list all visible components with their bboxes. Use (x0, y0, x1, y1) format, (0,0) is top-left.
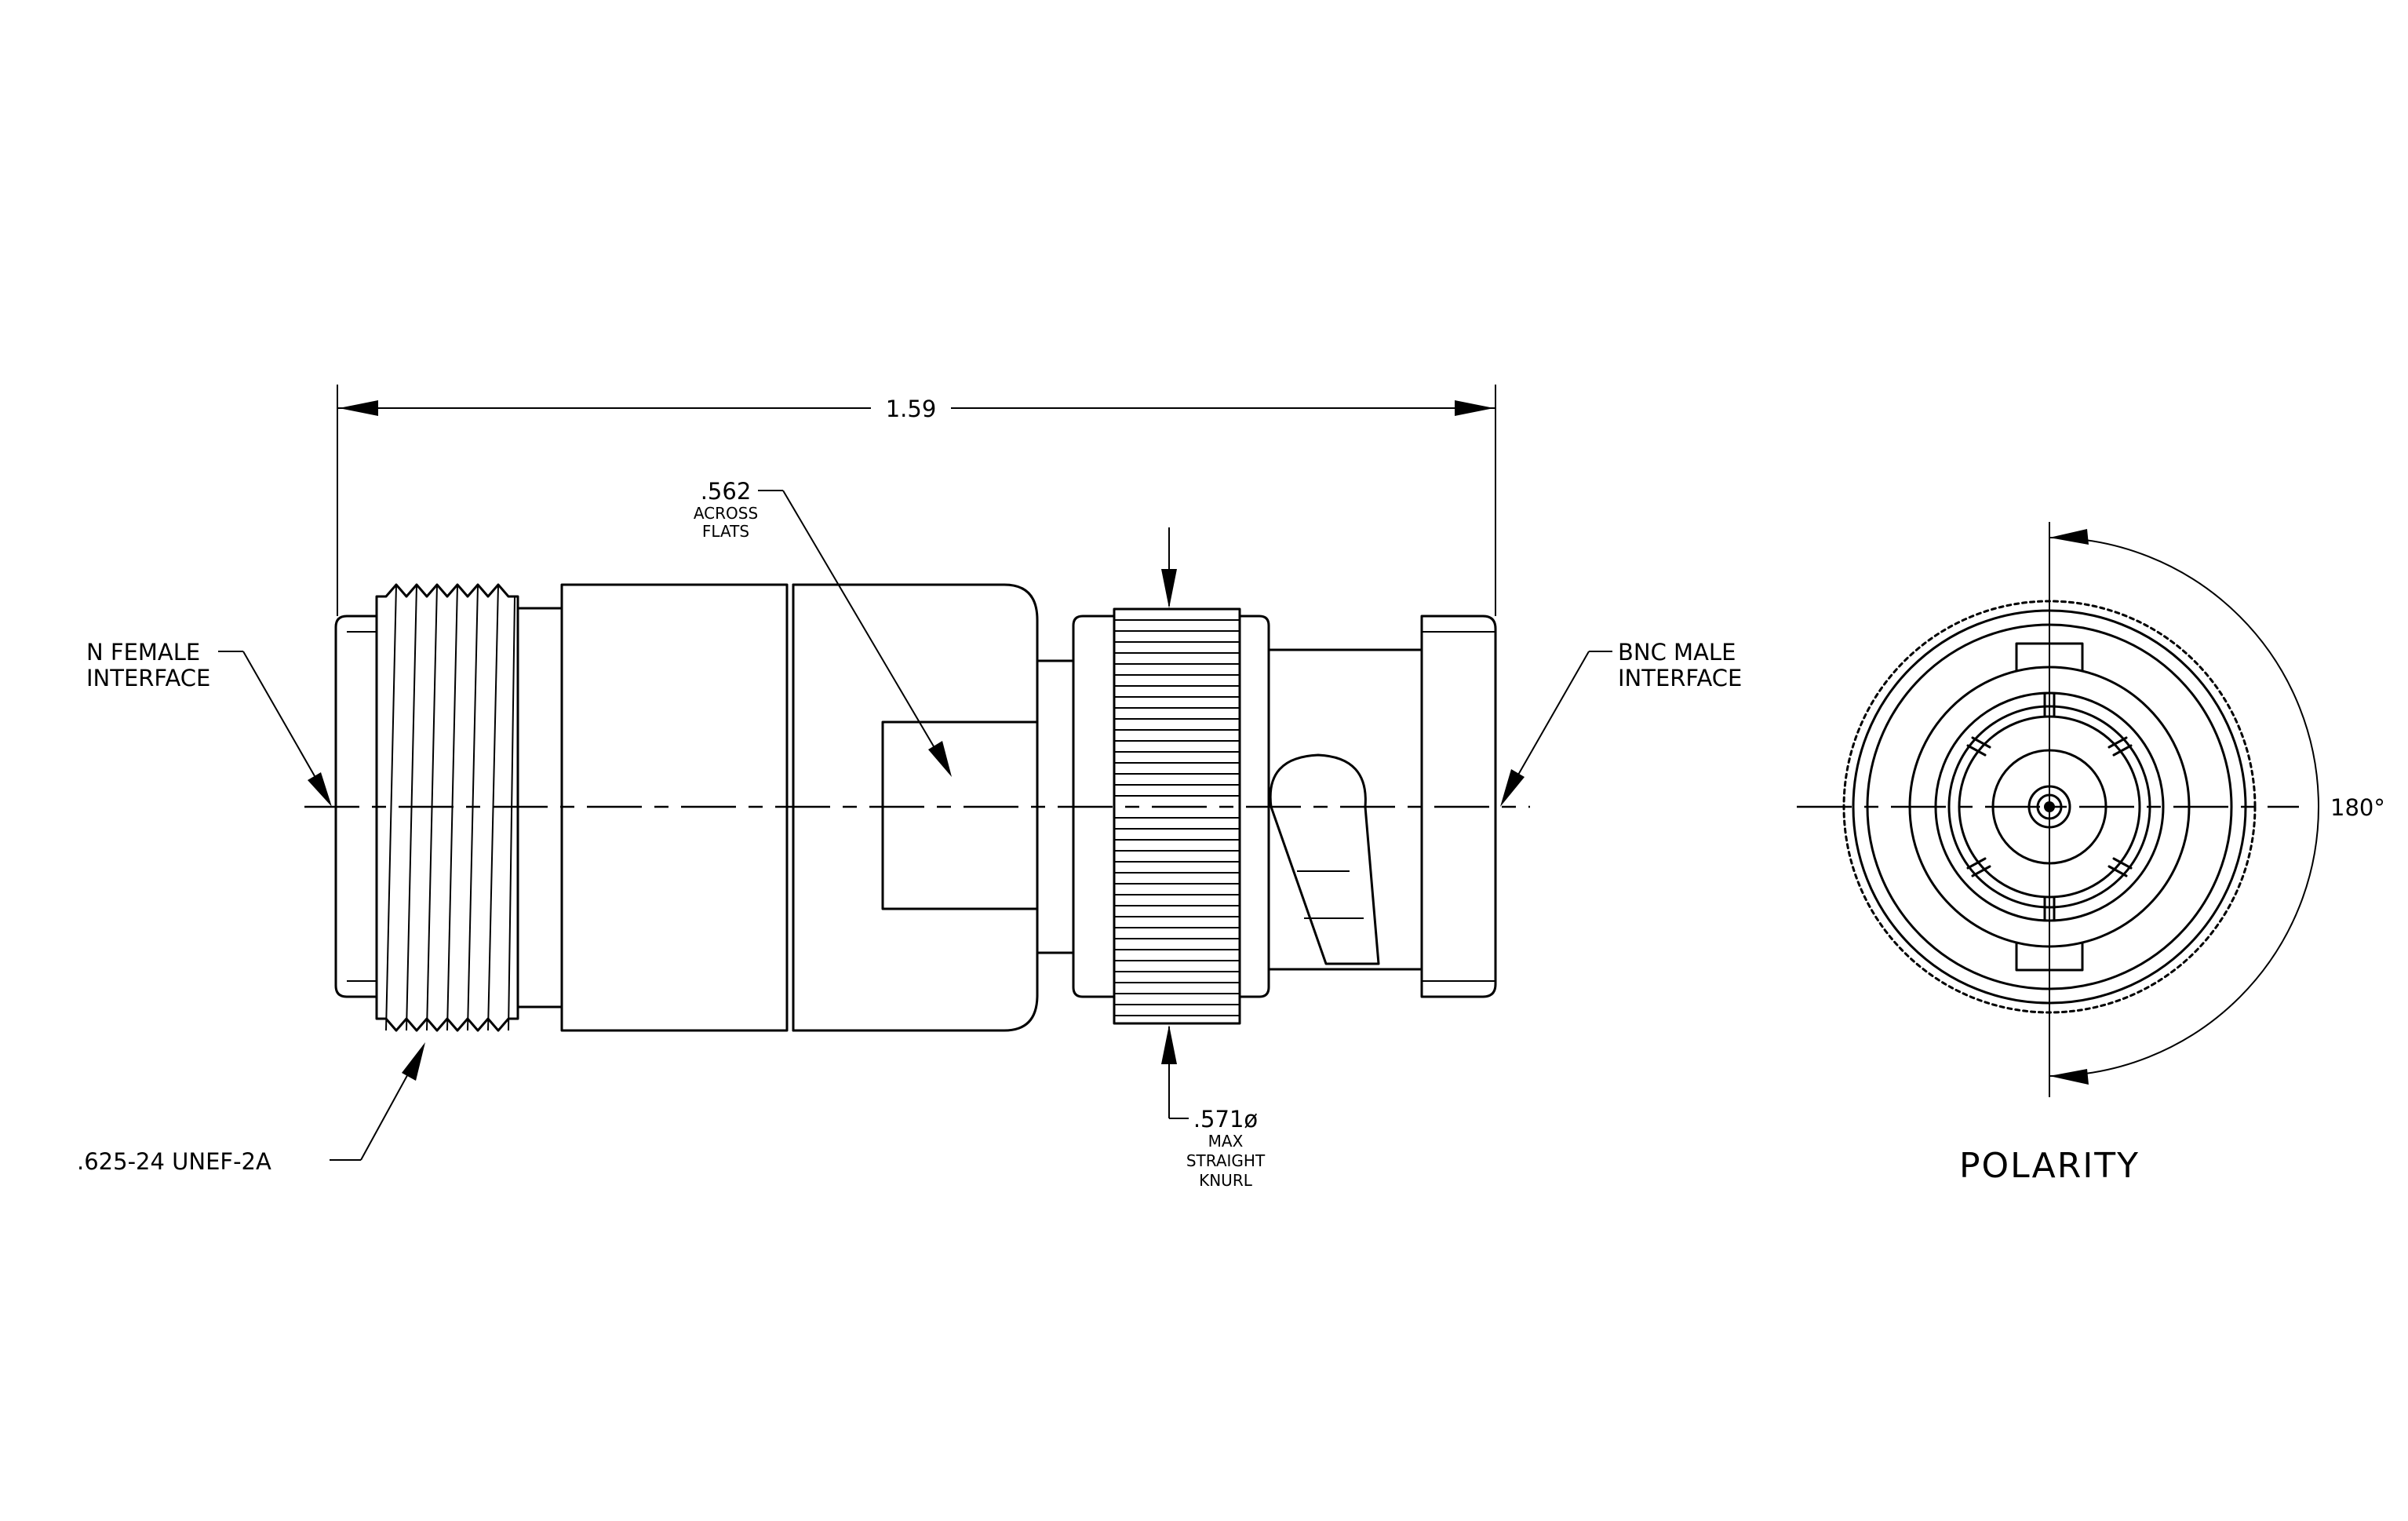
adapter-body (560, 583, 789, 1032)
hex-flat (881, 720, 1039, 910)
polarity-end-view: 180° POLARITY (1797, 522, 2385, 1186)
bnc-knurled-sleeve (1072, 607, 1270, 1025)
across-flats-value: .562 (701, 478, 752, 505)
arrowhead-right (1455, 400, 1494, 416)
knurl-outer-ring (1842, 600, 2257, 1014)
center-pin (2044, 801, 2055, 812)
arrowhead-left (339, 400, 378, 416)
knurl-line1: MAX (1208, 1132, 1244, 1151)
bayonet-lug-top (2015, 642, 2084, 673)
bnc-male-callout: BNC MALE INTERFACE (1500, 639, 1742, 807)
polarity-arc (2049, 537, 2319, 1077)
across-flats-line1: ACROSS (694, 504, 758, 523)
knurl-line2: STRAIGHT (1186, 1151, 1266, 1170)
end-view-title: POLARITY (1959, 1146, 2140, 1186)
knurl-pattern (1114, 619, 1240, 1016)
thread-label: .625-24 UNEF-2A (77, 1148, 271, 1175)
knurl-line3: KNURL (1199, 1171, 1253, 1190)
n-female-face (334, 615, 378, 998)
bnc-male-face (1420, 615, 1497, 998)
n-female-line2: INTERFACE (86, 665, 210, 691)
overall-length-label: 1.59 (886, 396, 937, 422)
bnc-body (1267, 648, 1423, 971)
n-female-callout: N FEMALE INTERFACE (86, 639, 332, 807)
across-flats-callout: .562 ACROSS FLATS (694, 478, 952, 777)
n-female-line1: N FEMALE (86, 639, 200, 666)
bnc-male-line1: BNC MALE (1618, 639, 1736, 666)
bayonet-slot (1269, 753, 1380, 965)
knurl-value: .571ø (1193, 1106, 1258, 1133)
overall-length-dimension: 1.59 (337, 385, 1496, 616)
bayonet-lug-bottom (2015, 941, 2084, 972)
adapter-side-view (304, 583, 1530, 1032)
bnc-male-line2: INTERFACE (1618, 665, 1742, 691)
threaded-section (375, 583, 519, 1032)
polarity-angle-label: 180° (2330, 794, 2385, 821)
knurl-diameter-callout: .571ø MAX STRAIGHT KNURL (1161, 527, 1266, 1190)
across-flats-line2: FLATS (702, 522, 749, 541)
thread-callout: .625-24 UNEF-2A (77, 1042, 425, 1175)
